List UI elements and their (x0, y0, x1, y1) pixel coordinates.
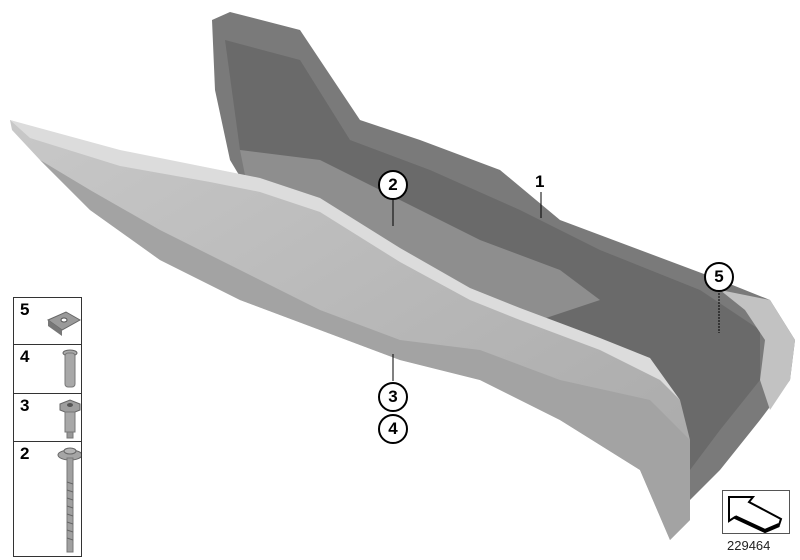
legend-item-5: 5 (14, 298, 81, 345)
callout-1: 1 (535, 172, 545, 191)
arrow-orientation-icon (728, 496, 783, 533)
rivet-sleeve-icon (62, 349, 78, 388)
legend-number: 3 (20, 396, 30, 415)
callout-4: 4 (378, 414, 408, 444)
legend-item-2: 2 (14, 442, 81, 556)
callout-3: 3 (378, 382, 408, 412)
callout-5: 5 (704, 262, 734, 292)
legend-item-4: 4 (14, 345, 81, 394)
diagram-reference-number: 229464 (727, 538, 771, 553)
legend-number: 5 (20, 300, 30, 319)
screw-icon (57, 447, 81, 553)
callout-2: 2 (378, 170, 408, 200)
orientation-box (722, 490, 790, 534)
clip-nut-icon (46, 311, 81, 336)
legend-number: 4 (20, 347, 30, 366)
hex-nut-icon (59, 399, 81, 439)
fastener-legend: 5 4 3 2 (13, 297, 82, 557)
legend-number: 2 (20, 444, 30, 463)
legend-item-3: 3 (14, 394, 81, 442)
